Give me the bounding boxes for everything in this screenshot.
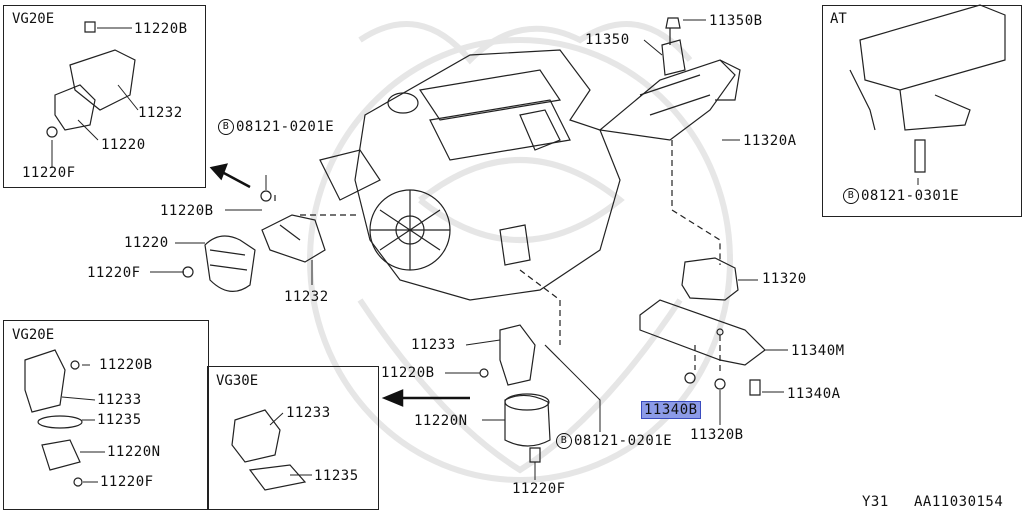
box-title-at: AT [830, 11, 847, 27]
watermark-emblem [307, 21, 733, 483]
nut-11320b [714, 378, 726, 390]
part-label-11235-vg30e[interactable]: 11235 [314, 468, 359, 484]
mount-vg20e-bottom [24, 349, 83, 487]
box-vg20e-top [3, 5, 206, 188]
part-label-11220b-bl[interactable]: 11220B [99, 357, 153, 373]
engine-drawing [319, 49, 741, 301]
part-label-11220n-bl[interactable]: 11220N [107, 444, 161, 460]
part-label-11350b[interactable]: 11350B [709, 13, 763, 29]
direction-arrows [209, 163, 470, 407]
part-label-11320a[interactable]: 11320A [743, 133, 797, 149]
footer-model-code: Y31 [862, 494, 889, 510]
bolt-11340a [749, 379, 761, 396]
part-label-11233-bl[interactable]: 11233 [97, 392, 142, 408]
part-label-11340b-highlighted[interactable]: 11340B [641, 401, 701, 419]
part-label-11220f-mid[interactable]: 11220F [87, 265, 141, 281]
part-label-11220f-bl[interactable]: 11220F [100, 474, 154, 490]
part-label-11340m[interactable]: 11340M [791, 343, 845, 359]
mount-vg30e [231, 409, 307, 491]
bolt-symbol: B [843, 188, 859, 204]
footer-diagram-id: AA11030154 [914, 494, 1004, 510]
mount-left [182, 190, 326, 292]
part-label-11235-bl[interactable]: 11235 [97, 412, 142, 428]
bolt-symbol: B [556, 433, 572, 449]
part-label-11220f[interactable]: 11220F [22, 165, 76, 181]
part-label-11233-vg30e[interactable]: 11233 [286, 405, 331, 421]
part-label-11320[interactable]: 11320 [762, 271, 807, 287]
nut-11340b [684, 372, 696, 384]
part-number: 08121-0201E [574, 433, 673, 449]
part-label-11220b-mid[interactable]: 11220B [160, 203, 214, 219]
part-label-11320b[interactable]: 11320B [690, 427, 744, 443]
part-label-11220b-center[interactable]: 11220B [381, 365, 435, 381]
part-label-11233-center[interactable]: 11233 [411, 337, 456, 353]
part-label-11220n-center[interactable]: 11220N [414, 413, 468, 429]
part-label-11220b[interactable]: 11220B [134, 21, 188, 37]
leader-lines [51, 19, 919, 483]
part-label-11340a[interactable]: 11340A [787, 386, 841, 402]
crossmember-11340m [639, 299, 766, 366]
box-title-vg20e-top: VG20E [12, 11, 55, 27]
part-number: 08121-0301E [861, 188, 960, 204]
mount-11350 [661, 17, 686, 76]
insulator-11320 [681, 257, 739, 301]
bolt-symbol: B [218, 119, 234, 135]
box-title-vg20e-bottom: VG20E [12, 327, 55, 343]
part-label-11350[interactable]: 11350 [585, 32, 630, 48]
box-title-vg30e: VG30E [216, 373, 259, 389]
part-label-11220f-center[interactable]: 11220F [512, 481, 566, 497]
part-label-11232-mid[interactable]: 11232 [284, 289, 329, 305]
box-at [822, 5, 1022, 217]
part-number: 08121-0201E [236, 119, 335, 135]
mount-center [479, 324, 561, 463]
part-label-11220[interactable]: 11220 [101, 137, 146, 153]
mount-vg20e-top [46, 21, 136, 138]
part-label-11220-mid[interactable]: 11220 [124, 235, 169, 251]
leader-dashes [274, 140, 721, 375]
part-label-11232[interactable]: 11232 [138, 105, 183, 121]
